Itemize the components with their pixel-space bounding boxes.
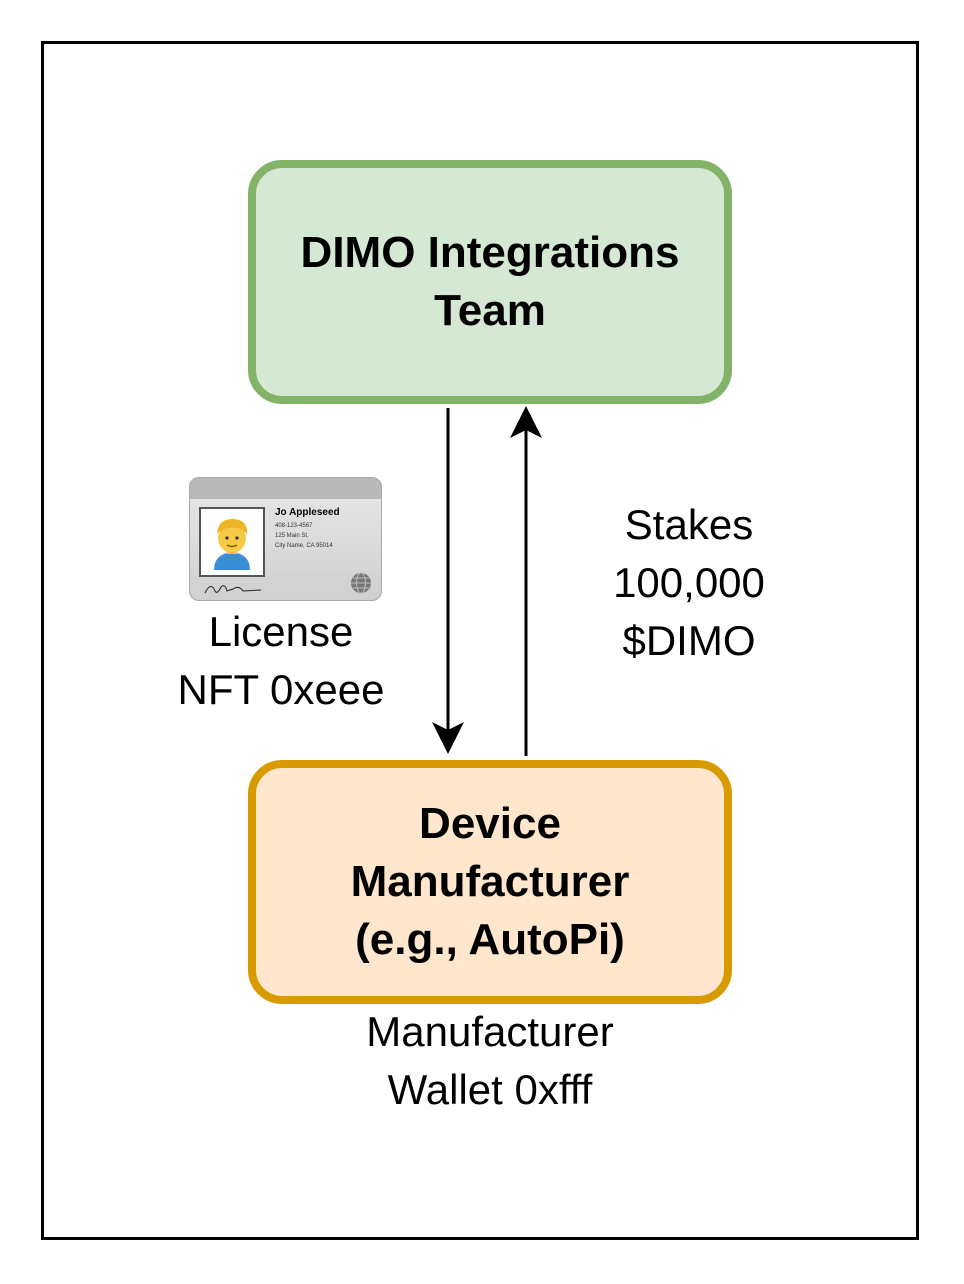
stake-arrow-head bbox=[510, 406, 542, 438]
card-phone: 408-123-4567 bbox=[275, 523, 313, 529]
diagram-frame bbox=[41, 41, 919, 1240]
globe-icon bbox=[351, 572, 371, 594]
device-manufacturer-node: Device Manufacturer (e.g., AutoPi) bbox=[248, 760, 732, 1004]
license-card-image: Jo Appleseed 408-123-4567 125 Main St. C… bbox=[189, 477, 382, 601]
license-arrow-head bbox=[432, 722, 464, 754]
card-name: Jo Appleseed bbox=[275, 507, 340, 518]
person-icon bbox=[199, 507, 265, 577]
manufacturer-wallet-label: Manufacturer Wallet 0xfff bbox=[366, 1008, 614, 1113]
integrations-team-label: DIMO Integrations Team bbox=[300, 228, 680, 335]
card-city: City Name, CA 95014 bbox=[275, 543, 333, 549]
stakes-label: Stakes 100,000 $DIMO bbox=[613, 501, 765, 664]
card-street: 125 Main St. bbox=[275, 533, 309, 539]
integrations-team-node: DIMO Integrations Team bbox=[248, 160, 732, 404]
license-nft-label: License NFT 0xeee bbox=[177, 608, 385, 713]
device-manufacturer-label: Device Manufacturer (e.g., AutoPi) bbox=[350, 799, 630, 964]
signature-icon bbox=[204, 585, 262, 594]
